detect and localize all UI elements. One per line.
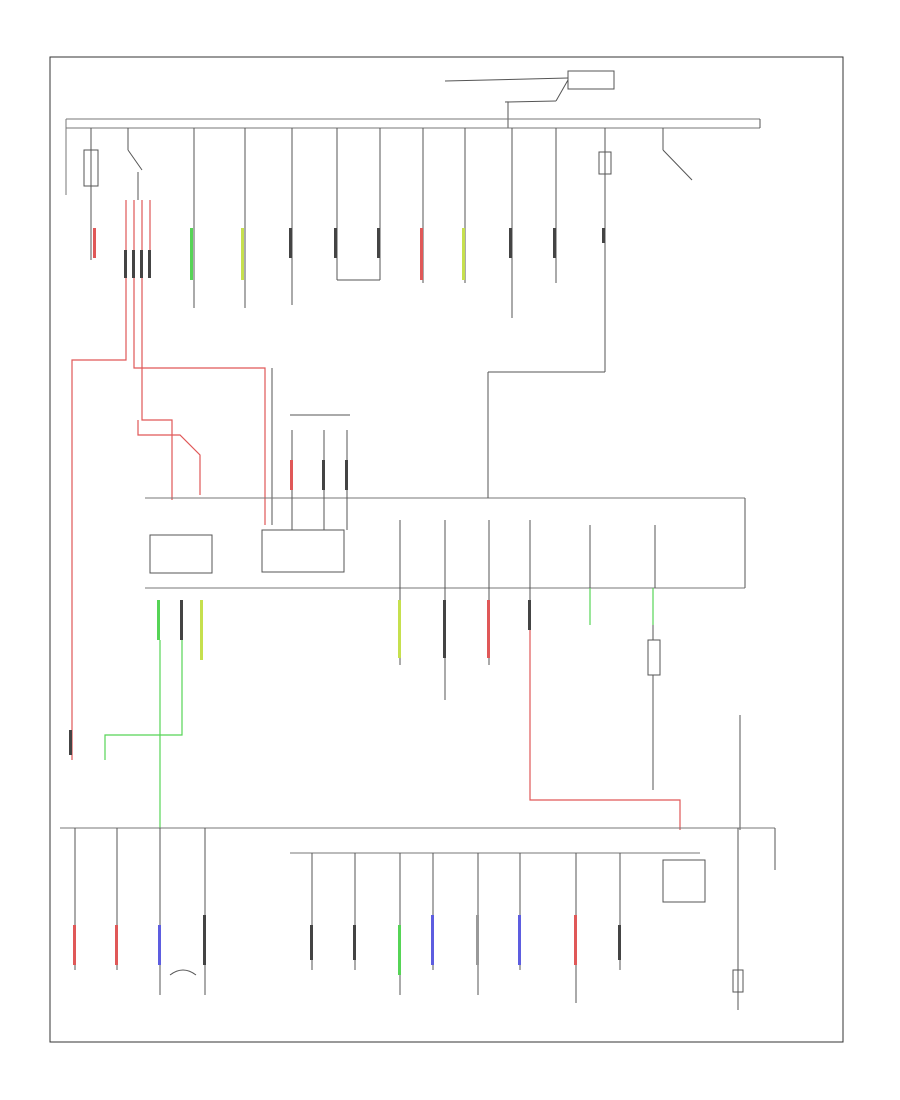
- lower-colored-wires: [73, 915, 621, 975]
- diagram-frame: [49, 56, 844, 1043]
- panel-brackets: [744, 119, 776, 870]
- middle-components: [149, 371, 741, 830]
- upper-fuse-columns: [83, 128, 693, 372]
- battery-blue-wire: [444, 77, 569, 82]
- main-fuse-box: [567, 70, 615, 90]
- battery-blue-wire-2: [504, 100, 557, 103]
- red-feed-wire: [71, 200, 273, 760]
- upper-colored-wires: [93, 228, 605, 280]
- lower-fuse-columns: [74, 828, 744, 1010]
- battery-blue-wire-3: [555, 79, 569, 102]
- battery-connection: [444, 70, 615, 128]
- green-wires: [69, 600, 203, 828]
